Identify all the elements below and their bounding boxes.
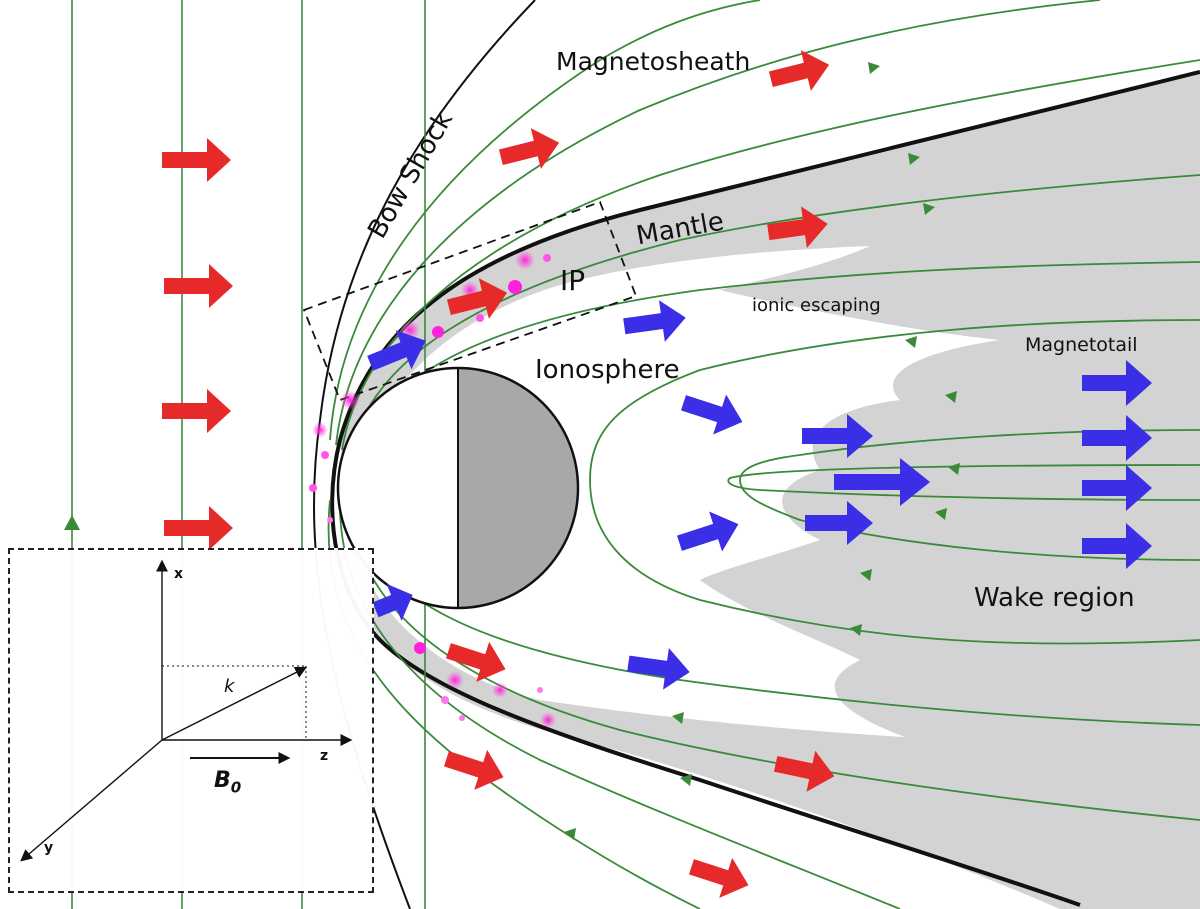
ion-arrow — [367, 330, 426, 371]
draped-field-lines — [327, 0, 1200, 909]
solar-wind-arrow — [164, 506, 233, 550]
solar-wind-arrow — [446, 278, 508, 319]
ion-arrow — [676, 511, 739, 552]
ip-region-box — [302, 200, 638, 402]
ion-arrow — [1082, 523, 1152, 569]
solar-wind-arrow — [162, 389, 231, 433]
axis-z-label: z — [320, 748, 329, 764]
b0-label: B0 — [214, 768, 241, 796]
ion-arrow — [627, 648, 690, 690]
b0-symbol: B — [214, 768, 231, 793]
ion-arrow — [623, 300, 686, 342]
solar-wind-arrow — [443, 749, 504, 790]
solar-wind-arrow — [688, 857, 749, 898]
ion-arrow — [680, 394, 743, 435]
escaping-ion-arrows — [367, 300, 1152, 690]
solar-wind-arrow — [498, 128, 560, 169]
ion-arrow — [1082, 415, 1152, 461]
ion-arrow — [805, 501, 873, 545]
coordinate-axes — [20, 559, 353, 862]
solar-wind-arrow — [767, 206, 828, 248]
solar-wind-arrow — [773, 750, 835, 792]
axis-x-label: x — [174, 566, 184, 582]
solar-wind-arrow — [445, 641, 506, 682]
wave-vector-label: k — [224, 676, 235, 697]
field-line-direction-markers — [564, 62, 960, 840]
magnetopause-boundary — [330, 70, 1200, 907]
ionosphere-cavity — [360, 246, 1000, 737]
ionic-escaping-label: ionic escaping — [752, 295, 881, 316]
solar-wind-arrows — [162, 50, 835, 898]
coordinate-inset: x z y k B0 — [8, 548, 374, 893]
solar-wind-arrow — [162, 138, 231, 182]
ion-arrow — [372, 583, 413, 621]
magnetotail-label: Magnetotail — [1025, 334, 1138, 356]
wake-region-label: Wake region — [974, 583, 1135, 613]
b0-subscript: 0 — [230, 778, 242, 797]
ion-arrow — [834, 458, 930, 506]
magnetosheath-label: Magnetosheath — [556, 47, 751, 76]
ip-label: IP — [560, 264, 586, 297]
field-direction-marker — [64, 515, 80, 530]
solar-wind-arrow — [164, 264, 233, 308]
ion-arrow — [1082, 360, 1152, 406]
ion-arrow — [802, 414, 873, 458]
ionosphere-label: Ionosphere — [535, 355, 680, 385]
solar-wind-arrow — [768, 50, 830, 91]
ion-arrow — [1082, 465, 1152, 511]
axis-y-label: y — [44, 840, 54, 856]
